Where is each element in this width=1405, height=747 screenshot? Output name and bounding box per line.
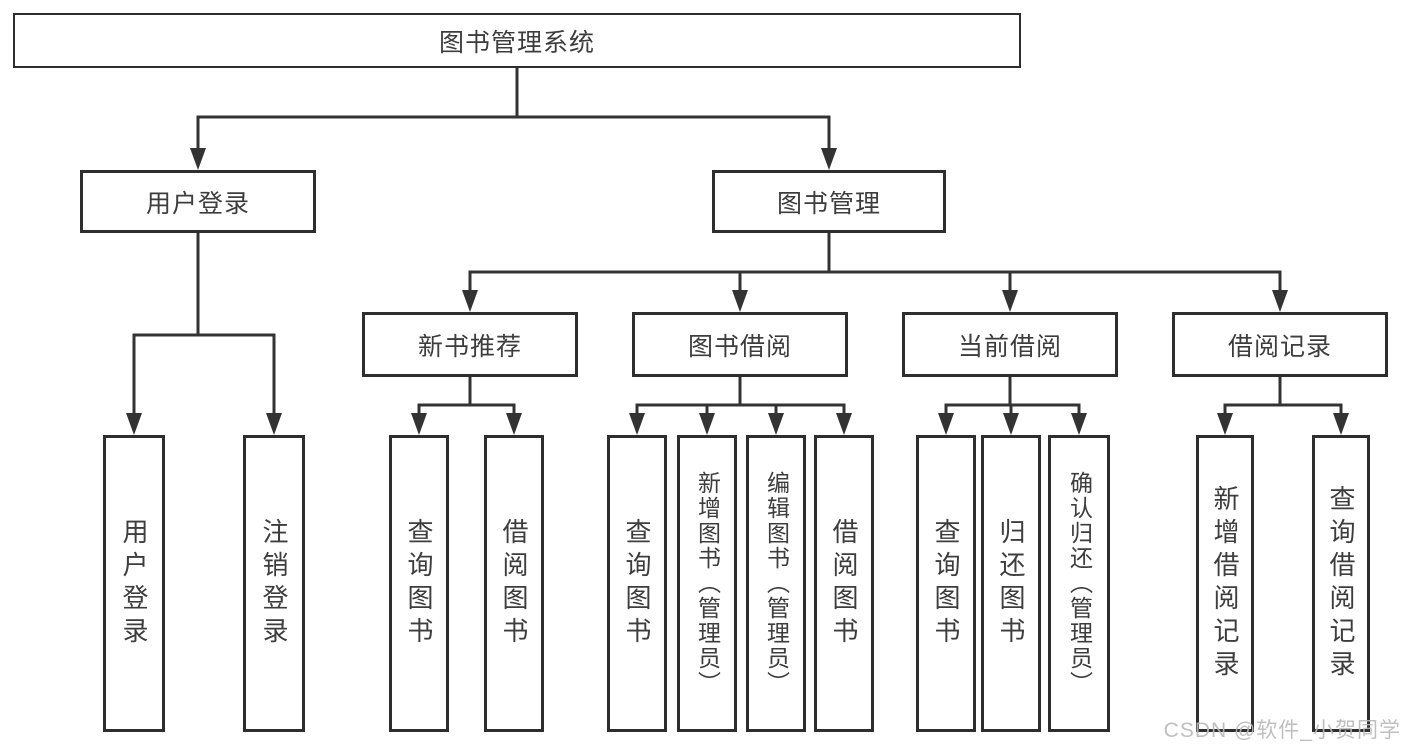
node-borrow-records: 借阅记录 bbox=[1172, 312, 1388, 377]
leaf-logout: 注销登录 bbox=[243, 435, 305, 732]
leaf-recommend-borrow-books: 借阅图书 bbox=[484, 435, 544, 732]
leaf-recommend-query-books: 查询图书 bbox=[389, 435, 449, 732]
leaf-current-confirm-return-admin: 确认归还（管理员） bbox=[1048, 435, 1110, 732]
arrowheads bbox=[126, 148, 1349, 435]
leaf-borrowing-query-books: 查询图书 bbox=[607, 435, 667, 732]
node-new-book-recommend: 新书推荐 bbox=[362, 312, 578, 377]
node-current-borrowing: 当前借阅 bbox=[902, 312, 1118, 377]
leaf-user-login: 用户登录 bbox=[103, 435, 165, 732]
node-library-system: 图书管理系统 bbox=[13, 13, 1021, 68]
node-book-management: 图书管理 bbox=[712, 170, 946, 233]
leaf-borrowing-borrow-books: 借阅图书 bbox=[814, 435, 874, 732]
leaf-borrowing-edit-books-admin: 编辑图书（管理员） bbox=[746, 435, 806, 732]
leaf-borrowing-add-books-admin: 新增图书（管理员） bbox=[677, 435, 737, 732]
leaf-current-query-books: 查询图书 bbox=[916, 435, 976, 732]
leaf-records-add-borrow-record: 新增借阅记录 bbox=[1196, 435, 1254, 732]
leaf-current-return-books: 归还图书 bbox=[981, 435, 1041, 732]
node-book-borrowing: 图书借阅 bbox=[632, 312, 848, 377]
watermark: CSDN @软件_小贺同学 bbox=[1163, 719, 1401, 742]
node-user-login: 用户登录 bbox=[80, 170, 316, 233]
leaf-records-query-borrow-record: 查询借阅记录 bbox=[1312, 435, 1370, 732]
